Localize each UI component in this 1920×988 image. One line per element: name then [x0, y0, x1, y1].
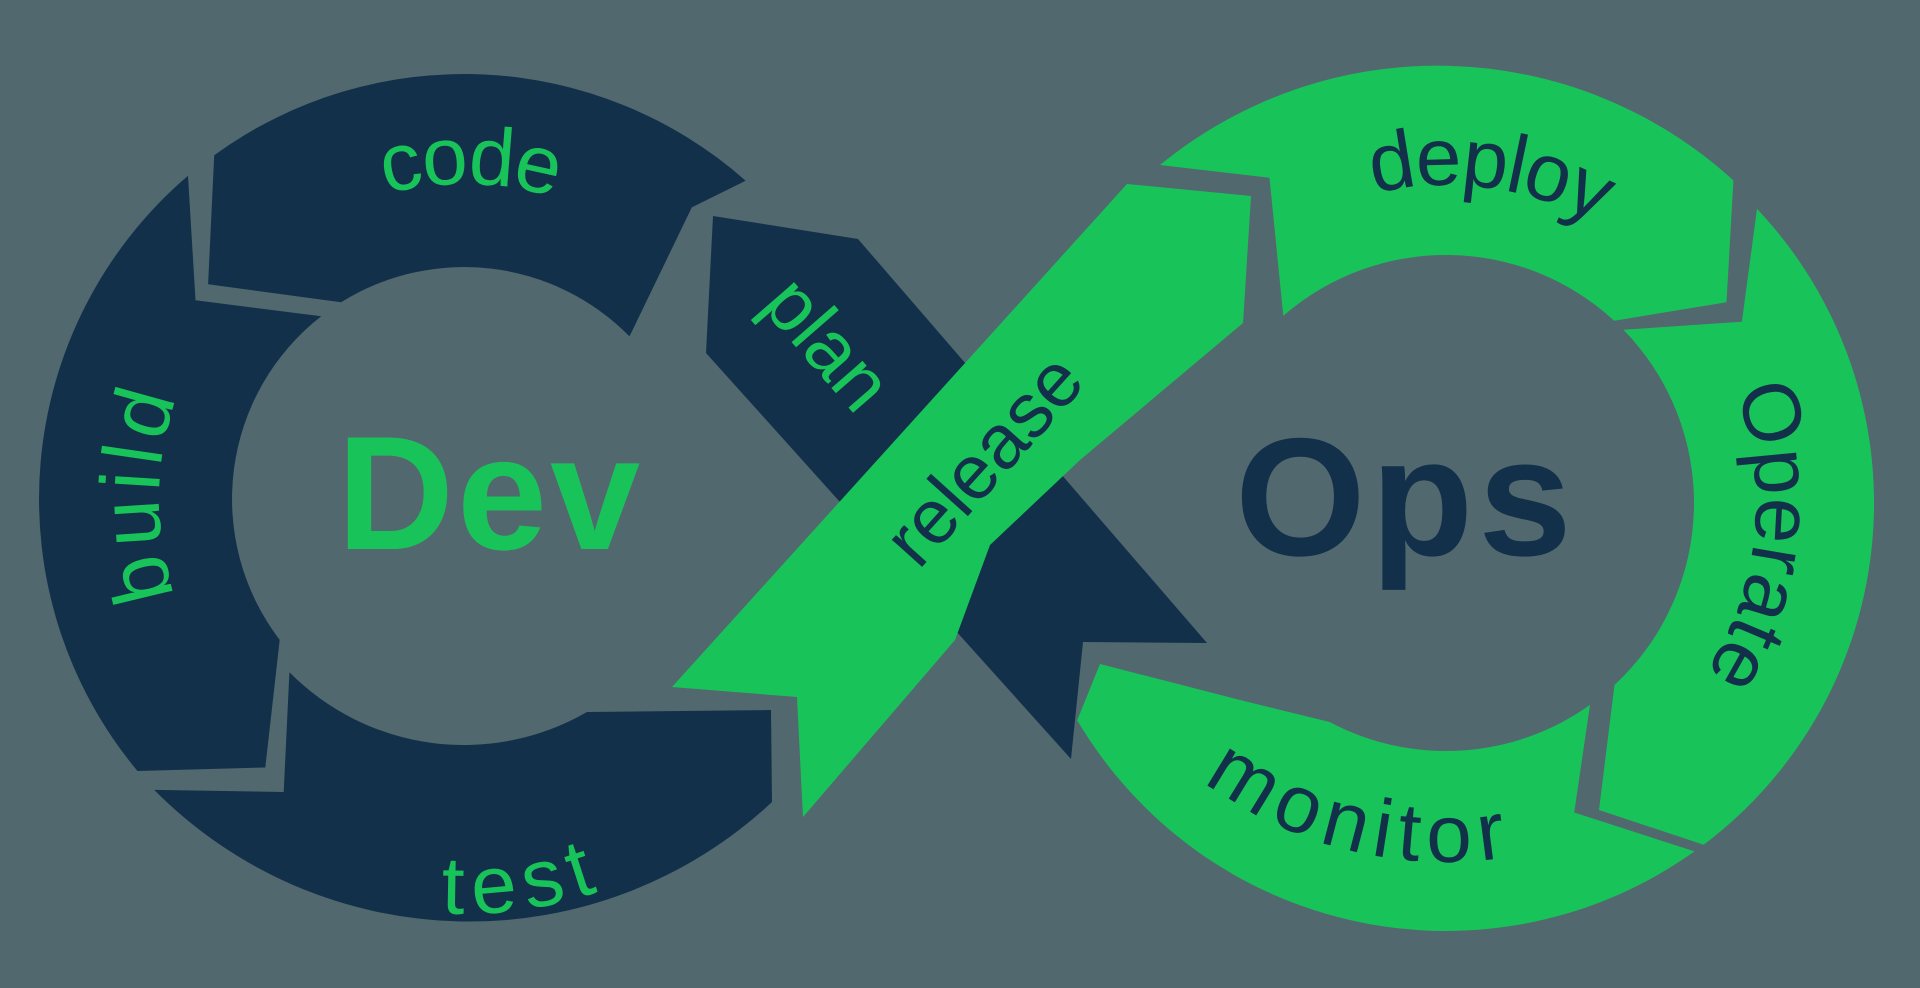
svg-text:Dev: Dev — [337, 403, 643, 584]
svg-text:Ops: Ops — [1235, 403, 1577, 591]
